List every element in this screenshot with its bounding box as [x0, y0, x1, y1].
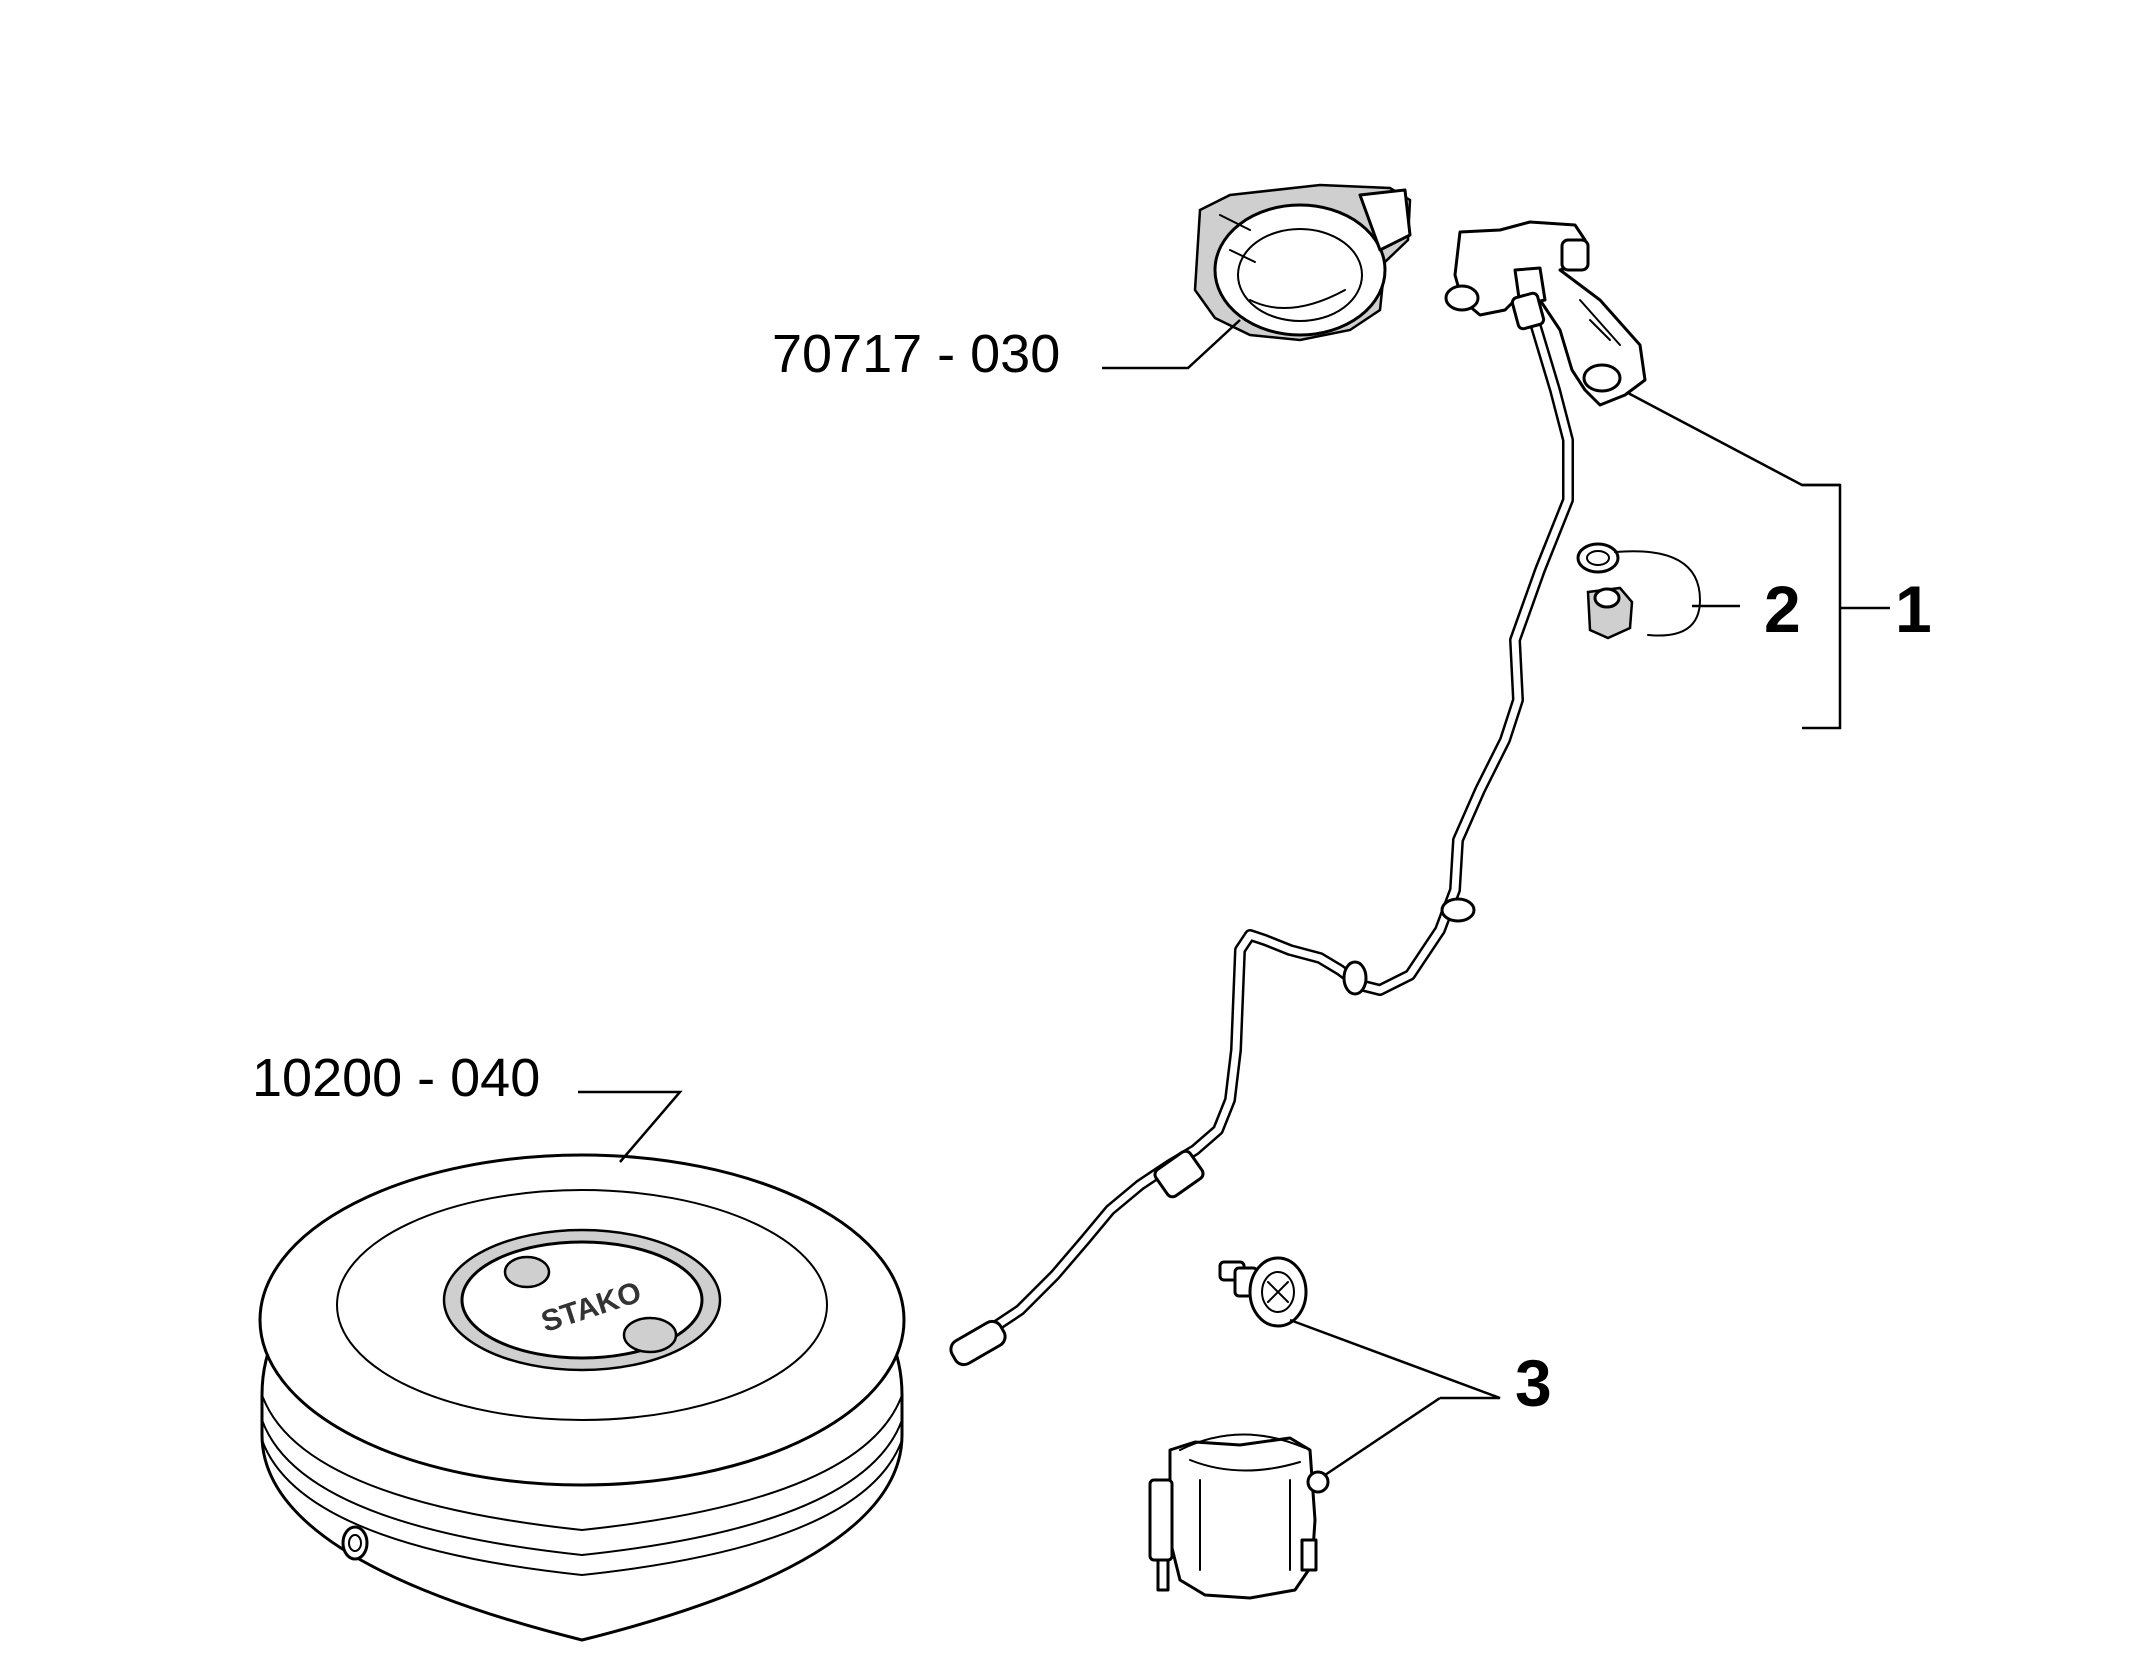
leader-70717: [1102, 319, 1241, 370]
leader-lines: [578, 319, 1890, 1477]
protective-bag-part[interactable]: [1148, 1433, 1330, 1600]
bracket-1: [1802, 483, 1842, 730]
fill-housing-part[interactable]: [1193, 183, 1412, 342]
leader-3: [1289, 1318, 1501, 1477]
callout-3-label: 3: [1515, 1346, 1552, 1420]
gas-pipe-part[interactable]: [947, 291, 1574, 1368]
leader-bracket: [1627, 391, 1840, 487]
filler-plug-part[interactable]: [1576, 542, 1701, 640]
valve-knob-part[interactable]: [1218, 1256, 1308, 1328]
filler-bracket-part[interactable]: [1444, 220, 1647, 407]
callout-1-label: 1: [1895, 572, 1932, 646]
lpg-tank-part[interactable]: STAKO: [258, 1153, 906, 1642]
leader-10200: [578, 1090, 683, 1163]
fill-housing-ref-label: 70717 - 030: [772, 324, 1060, 384]
tank-ref-label: 10200 - 040: [252, 1048, 540, 1108]
callout-2-label: 2: [1764, 572, 1801, 646]
